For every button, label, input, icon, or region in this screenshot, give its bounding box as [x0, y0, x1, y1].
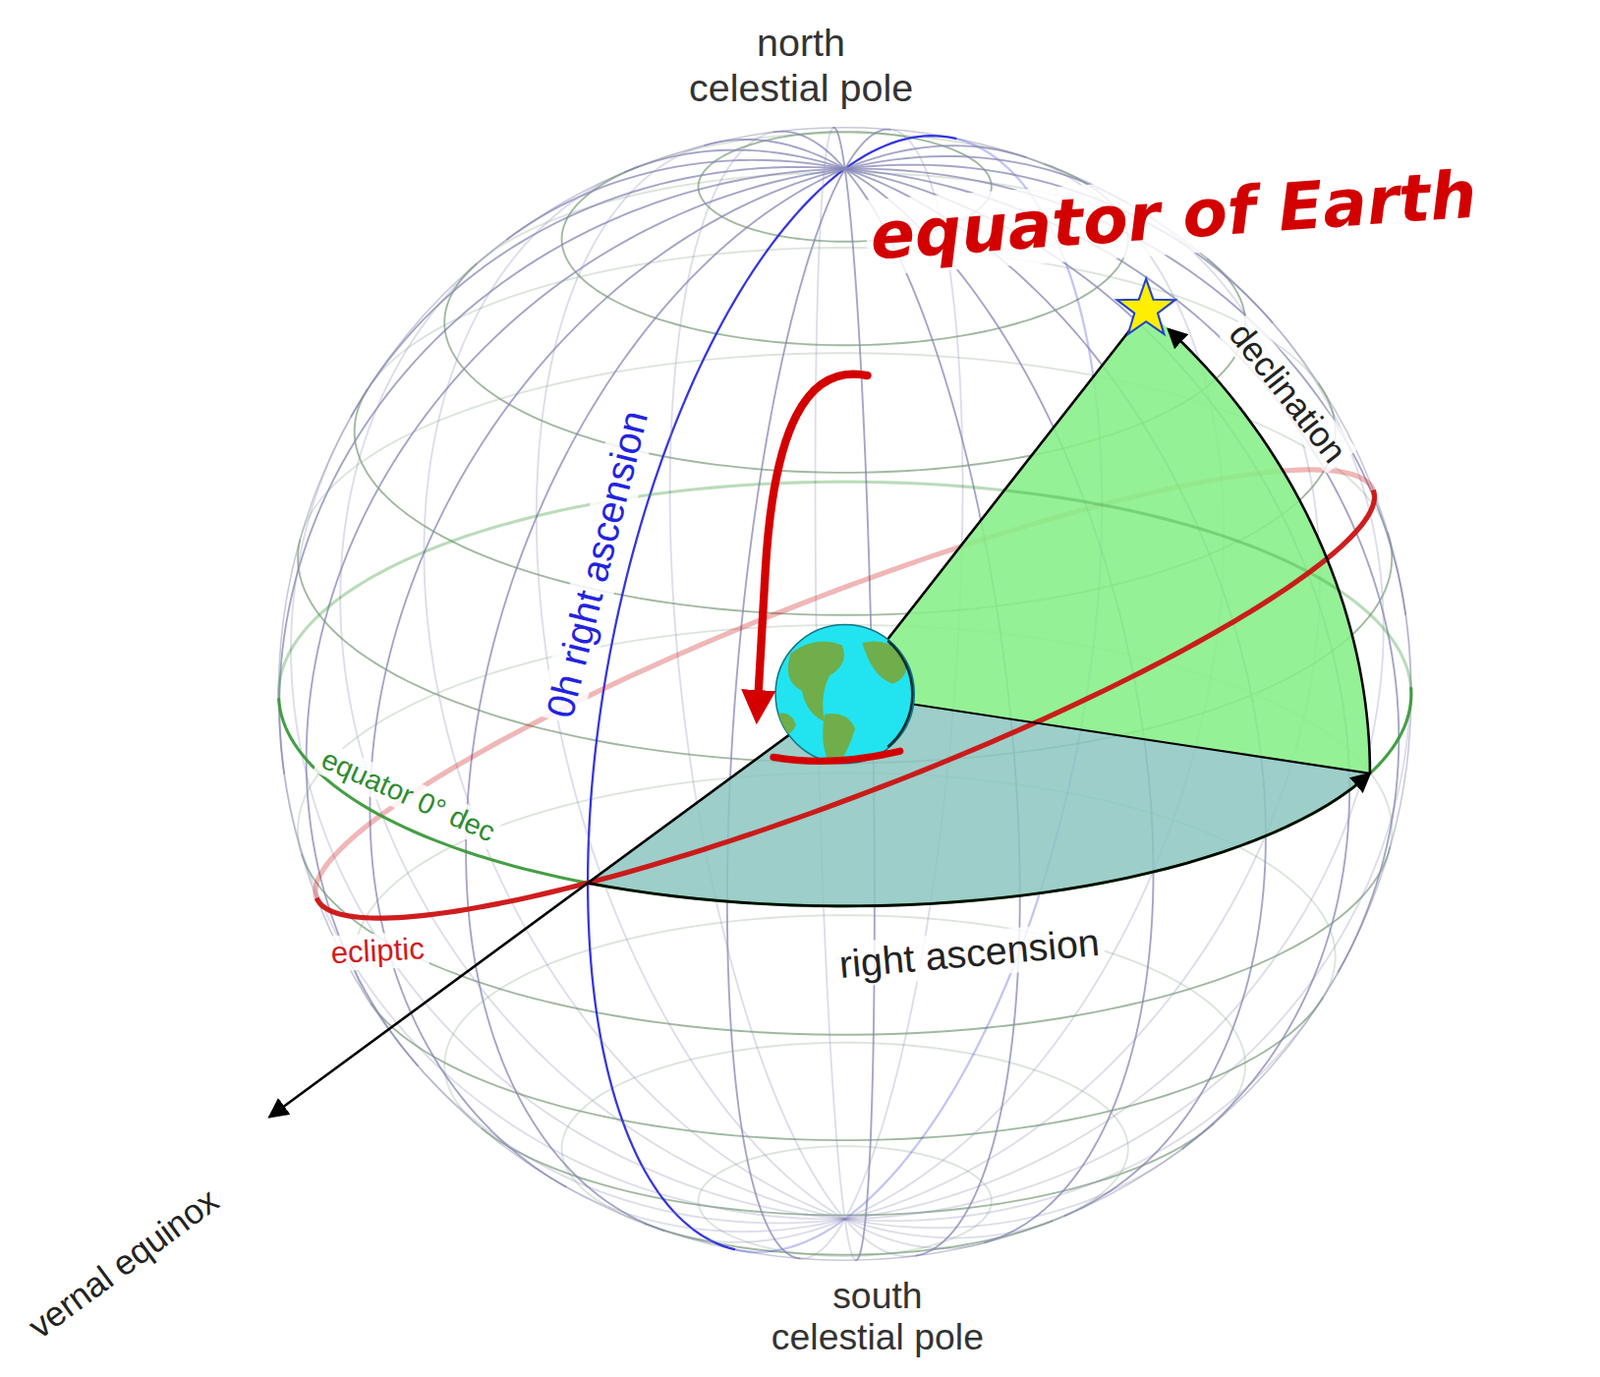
- meridian-line: [369, 809, 566, 1188]
- coordinate-grid: [279, 127, 1411, 1260]
- label-holder: equator of Earth: [863, 157, 1484, 276]
- parallel-line: [301, 855, 597, 1013]
- label-holder: vernal equinox: [17, 1177, 229, 1349]
- earth-globe: [775, 624, 915, 769]
- continent-shape: [861, 640, 907, 684]
- parallel-line: [371, 1004, 623, 1121]
- direction-label: vernal equinox: [17, 1177, 229, 1349]
- zero-hour-meridian: [587, 135, 956, 1250]
- label-holder: north celestial pole: [682, 21, 921, 112]
- annotation-underline: [773, 750, 901, 761]
- label-holder: 0h right ascension: [537, 401, 659, 727]
- continent-shape: [775, 712, 797, 734]
- parallel-line: [444, 914, 1246, 1129]
- celestial-equator: [587, 687, 1412, 907]
- vernal-equinox-arrow: [269, 693, 846, 1118]
- celestial-equator: [279, 699, 588, 884]
- earth-shadow: [887, 640, 913, 747]
- star-symbol: [1117, 279, 1176, 335]
- annotation-arrow: [756, 374, 867, 715]
- pole-label: north celestial pole: [682, 21, 921, 112]
- meridian-line: [465, 851, 665, 1231]
- radius-line: [845, 693, 1371, 774]
- parallel-line: [562, 1042, 1129, 1224]
- label-holder: ecliptic: [326, 930, 430, 972]
- radius-line: [845, 309, 1146, 694]
- ecliptic-line: [587, 489, 1374, 883]
- label-holder: south celestial pole: [764, 1273, 992, 1359]
- sphere-outline: [278, 127, 1411, 1260]
- declination-sector: [845, 309, 1371, 774]
- continent-shape: [788, 640, 845, 722]
- pole-label: south celestial pole: [764, 1273, 992, 1359]
- earth-continents: [775, 640, 907, 769]
- ecliptic-label: ecliptic: [326, 930, 430, 972]
- meridian-line: [350, 167, 1399, 972]
- right-ascension-arc: [587, 773, 1371, 907]
- meridian-label: 0h right ascension: [537, 401, 659, 727]
- handwritten-annotation: equator of Earth: [863, 157, 1484, 276]
